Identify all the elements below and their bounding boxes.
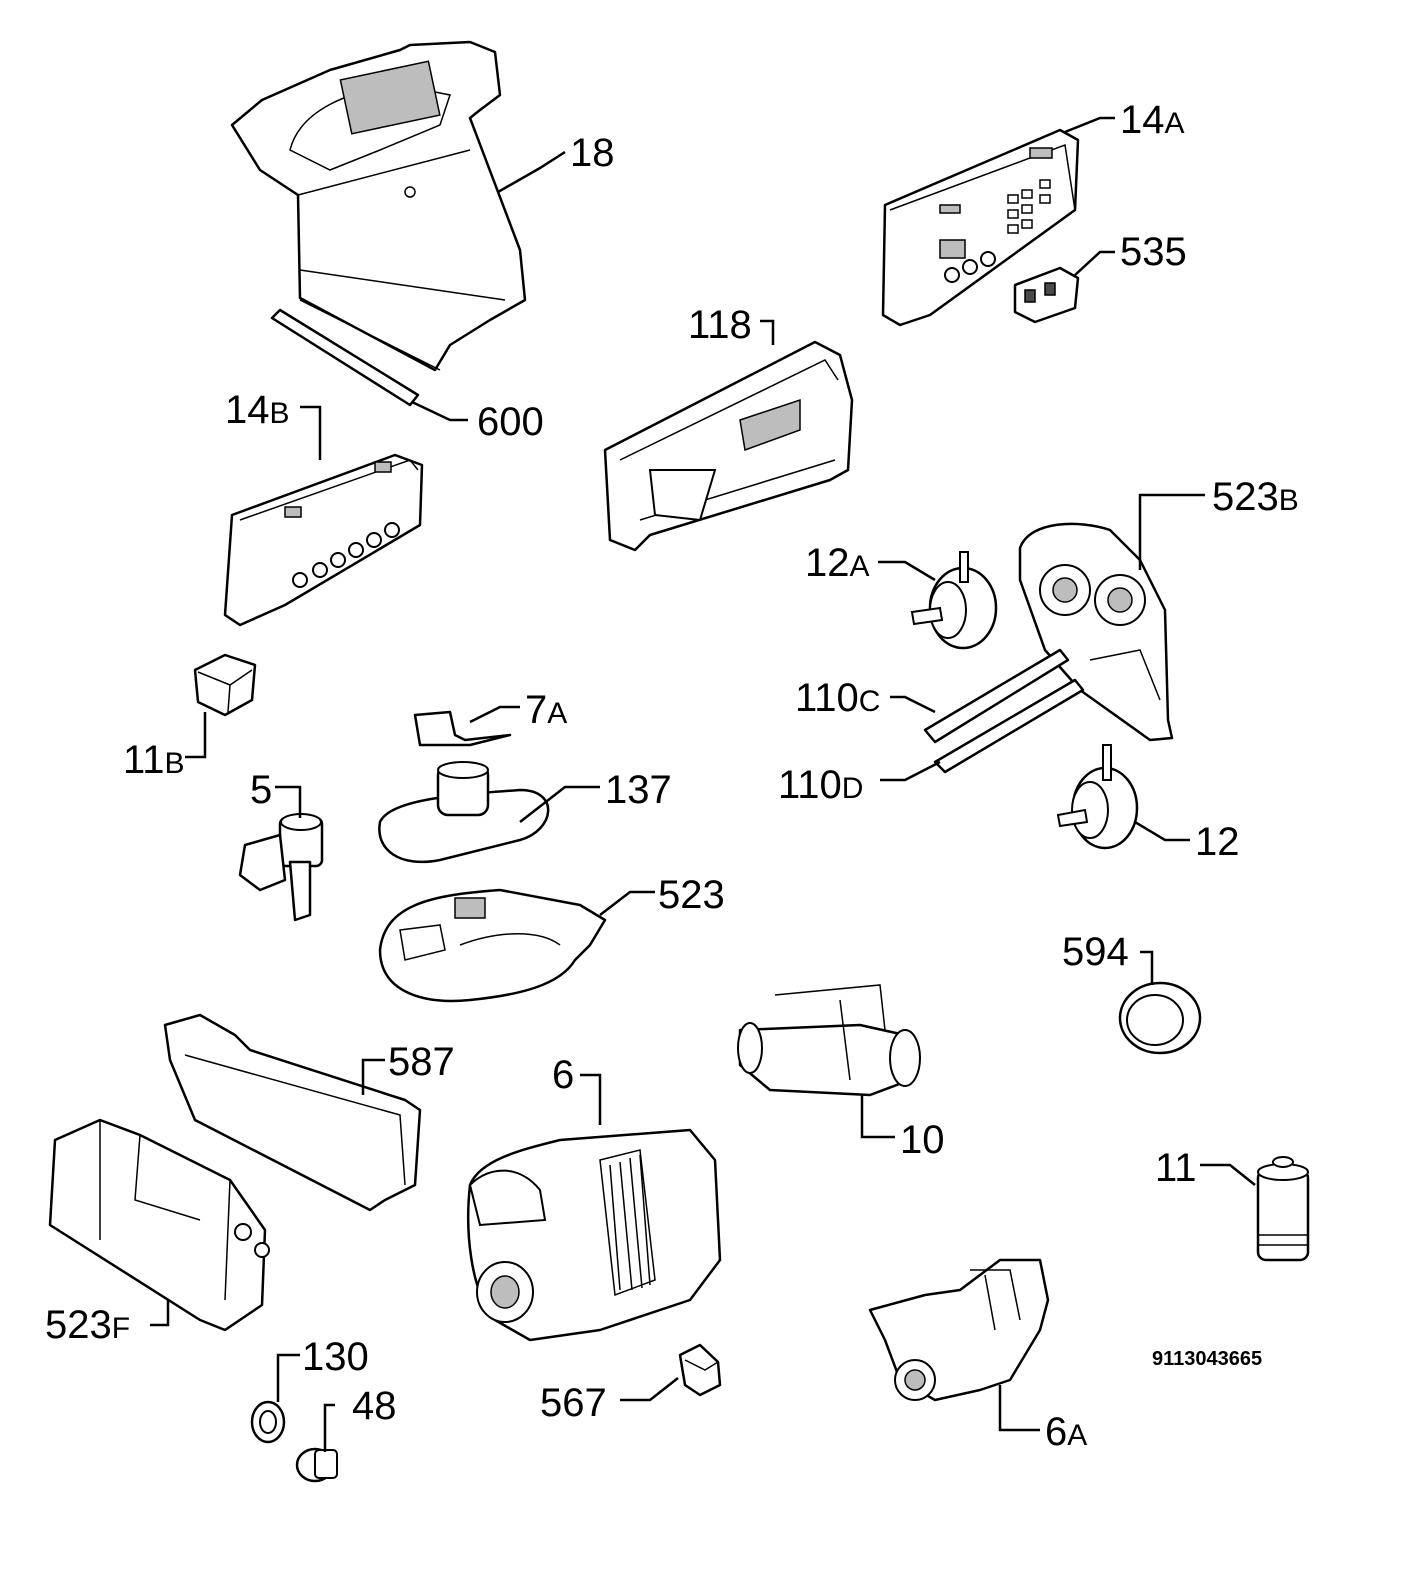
label-12a: 12A — [805, 541, 870, 585]
part-5-drawing — [238, 813, 324, 922]
label-535: 535 — [1120, 230, 1187, 274]
label-130: 130 — [302, 1335, 369, 1379]
label-12: 12 — [1195, 820, 1240, 864]
part-12a-drawing — [910, 551, 998, 650]
part-12-drawing — [1056, 744, 1139, 850]
leader-6 — [580, 1073, 602, 1125]
label-11b: 11B — [123, 738, 185, 782]
part-48-drawing — [295, 1447, 338, 1483]
leader-6a — [998, 1385, 1040, 1432]
leader-48 — [323, 1403, 335, 1452]
part-11b-drawing — [193, 653, 257, 717]
label-137: 137 — [605, 768, 672, 812]
leader-118 — [760, 319, 775, 345]
document-code: 9113043665 — [1152, 1348, 1263, 1370]
leader-600 — [411, 400, 468, 422]
leader-587 — [361, 1058, 385, 1095]
label-110d: 110D — [778, 763, 864, 807]
part-110c-drawing — [923, 648, 1070, 744]
leader-110d — [880, 760, 941, 782]
label-567: 567 — [540, 1381, 607, 1425]
part-7a-drawing — [413, 710, 512, 747]
part-14b-drawing — [223, 453, 424, 627]
label-7a: 7A — [525, 688, 568, 732]
part-11-drawing — [1256, 1156, 1310, 1262]
label-523f: 523F — [45, 1303, 131, 1347]
part-10-drawing — [737, 984, 921, 1097]
label-594: 594 — [1062, 930, 1129, 974]
label-14b: 14B — [225, 388, 290, 432]
leader-110c — [890, 695, 936, 714]
part-567-drawing — [678, 1343, 722, 1397]
label-600: 600 — [477, 400, 544, 444]
part-594-drawing — [1118, 981, 1202, 1055]
leader-14b — [300, 405, 322, 460]
leader-5 — [275, 785, 302, 818]
leader-523b — [1138, 493, 1205, 570]
label-5: 5 — [250, 768, 273, 812]
part-523b-drawing — [1018, 522, 1174, 742]
label-587: 587 — [388, 1040, 455, 1084]
label-523b: 523B — [1212, 475, 1299, 519]
leader-137 — [519, 785, 600, 823]
label-110c: 110C — [795, 676, 881, 720]
part-535-drawing — [1013, 266, 1080, 324]
leader-523f — [150, 1300, 170, 1327]
part-130-drawing — [250, 1400, 286, 1444]
leader-594 — [1140, 950, 1154, 985]
label-6: 6 — [552, 1053, 575, 1097]
part-6a-drawing — [868, 1258, 1050, 1402]
part-523f-drawing — [48, 1118, 270, 1332]
part-523-drawing — [378, 888, 607, 1003]
leader-130 — [276, 1353, 300, 1402]
leader-10 — [860, 1095, 895, 1139]
leader-11b — [185, 712, 207, 759]
label-10: 10 — [900, 1118, 945, 1162]
label-18: 18 — [570, 131, 615, 175]
part-587-drawing — [163, 1013, 422, 1212]
leader-535 — [1074, 250, 1115, 276]
leader-567 — [620, 1377, 679, 1402]
label-14a: 14A — [1120, 98, 1185, 142]
part-14a-drawing — [881, 128, 1080, 327]
leader-12 — [1134, 820, 1190, 842]
label-11: 11 — [1155, 1146, 1197, 1190]
part-6-drawing — [467, 1128, 722, 1342]
leader-18 — [497, 150, 566, 194]
part-18-drawing — [230, 40, 527, 372]
leader-14a — [1064, 116, 1115, 134]
label-523: 523 — [658, 873, 725, 917]
part-137-drawing — [378, 761, 550, 864]
leader-lines — [150, 116, 1256, 1452]
part-600-drawing — [270, 308, 420, 407]
leader-12a — [878, 560, 936, 582]
part-118-drawing — [603, 340, 854, 552]
part-110d-drawing — [933, 678, 1085, 774]
leader-523 — [599, 890, 655, 916]
leader-7a — [469, 705, 520, 724]
leader-11 — [1200, 1163, 1256, 1186]
label-118: 118 — [688, 303, 752, 347]
label-6a: 6A — [1045, 1410, 1088, 1454]
label-48: 48 — [352, 1384, 397, 1428]
